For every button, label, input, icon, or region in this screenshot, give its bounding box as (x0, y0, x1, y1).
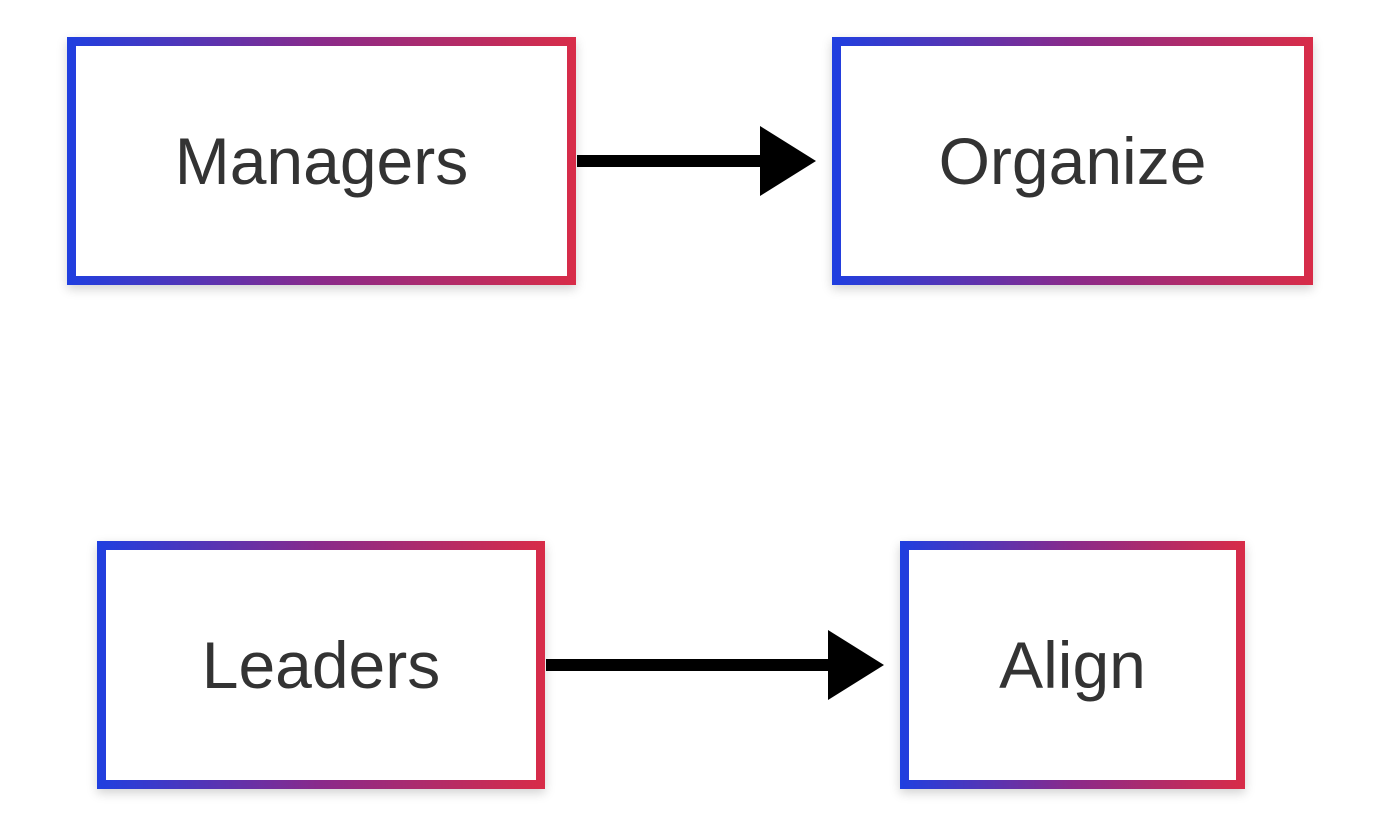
node-leaders: Leaders (97, 541, 545, 789)
node-align: Align (900, 541, 1245, 789)
arrowhead-icon (760, 126, 816, 196)
node-label-leaders: Leaders (201, 628, 441, 702)
edge-managers-organize (577, 126, 816, 196)
arrowhead-icon (828, 630, 884, 700)
node-managers: Managers (67, 37, 576, 285)
node-label-managers: Managers (174, 124, 469, 198)
node-label-organize: Organize (938, 124, 1207, 198)
node-organize: Organize (832, 37, 1313, 285)
node-label-align: Align (999, 628, 1146, 702)
edge-leaders-align (546, 630, 884, 700)
